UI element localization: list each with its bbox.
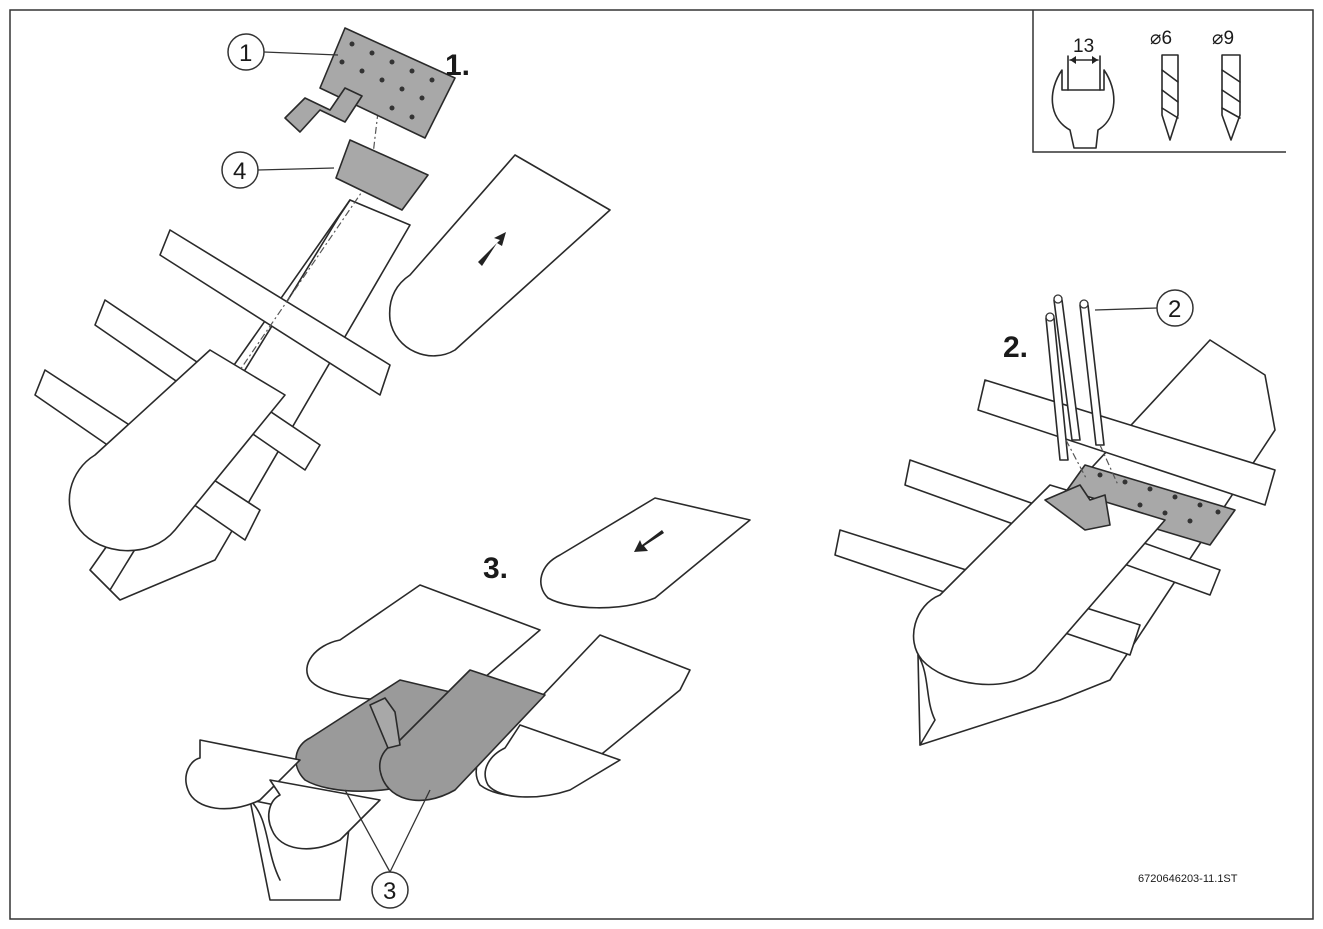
diagram-border — [9, 9, 1314, 920]
screws-part-2 — [1045, 294, 1105, 461]
tools-panel: 13 ⌀6 ⌀9 — [1032, 10, 1286, 153]
svg-text:3: 3 — [383, 878, 396, 905]
step-2-illustration — [834, 294, 1276, 746]
roof-hook-part-1 — [284, 27, 456, 139]
wrench-icon — [1051, 55, 1115, 149]
step-3-label: 3. — [483, 552, 508, 585]
drill-small-label: ⌀6 — [1150, 28, 1172, 49]
svg-text:1: 1 — [239, 40, 252, 67]
svg-text:4: 4 — [233, 158, 246, 185]
callout-2: 2 — [1094, 289, 1194, 327]
wrench-size-label: 13 — [1073, 36, 1094, 57]
drill-bit-icon — [1221, 54, 1241, 141]
arrow-icon — [478, 232, 506, 266]
rubber-pad-part-4 — [335, 139, 429, 211]
callout-1: 1 — [227, 33, 339, 71]
step-1-illustration — [34, 27, 611, 601]
drawing-code: 6720646203-11.1ST — [1138, 873, 1238, 885]
drill-bit-icon — [1161, 54, 1179, 141]
callout-3: 3 — [371, 871, 409, 909]
svg-text:2: 2 — [1168, 296, 1181, 323]
step-1-label: 1. — [445, 49, 470, 82]
drill-large-label: ⌀9 — [1212, 28, 1234, 49]
callout-4: 4 — [221, 151, 335, 189]
step-3-illustration — [185, 497, 751, 901]
arrow-icon — [634, 530, 664, 552]
step-2-label: 2. — [1003, 331, 1028, 364]
